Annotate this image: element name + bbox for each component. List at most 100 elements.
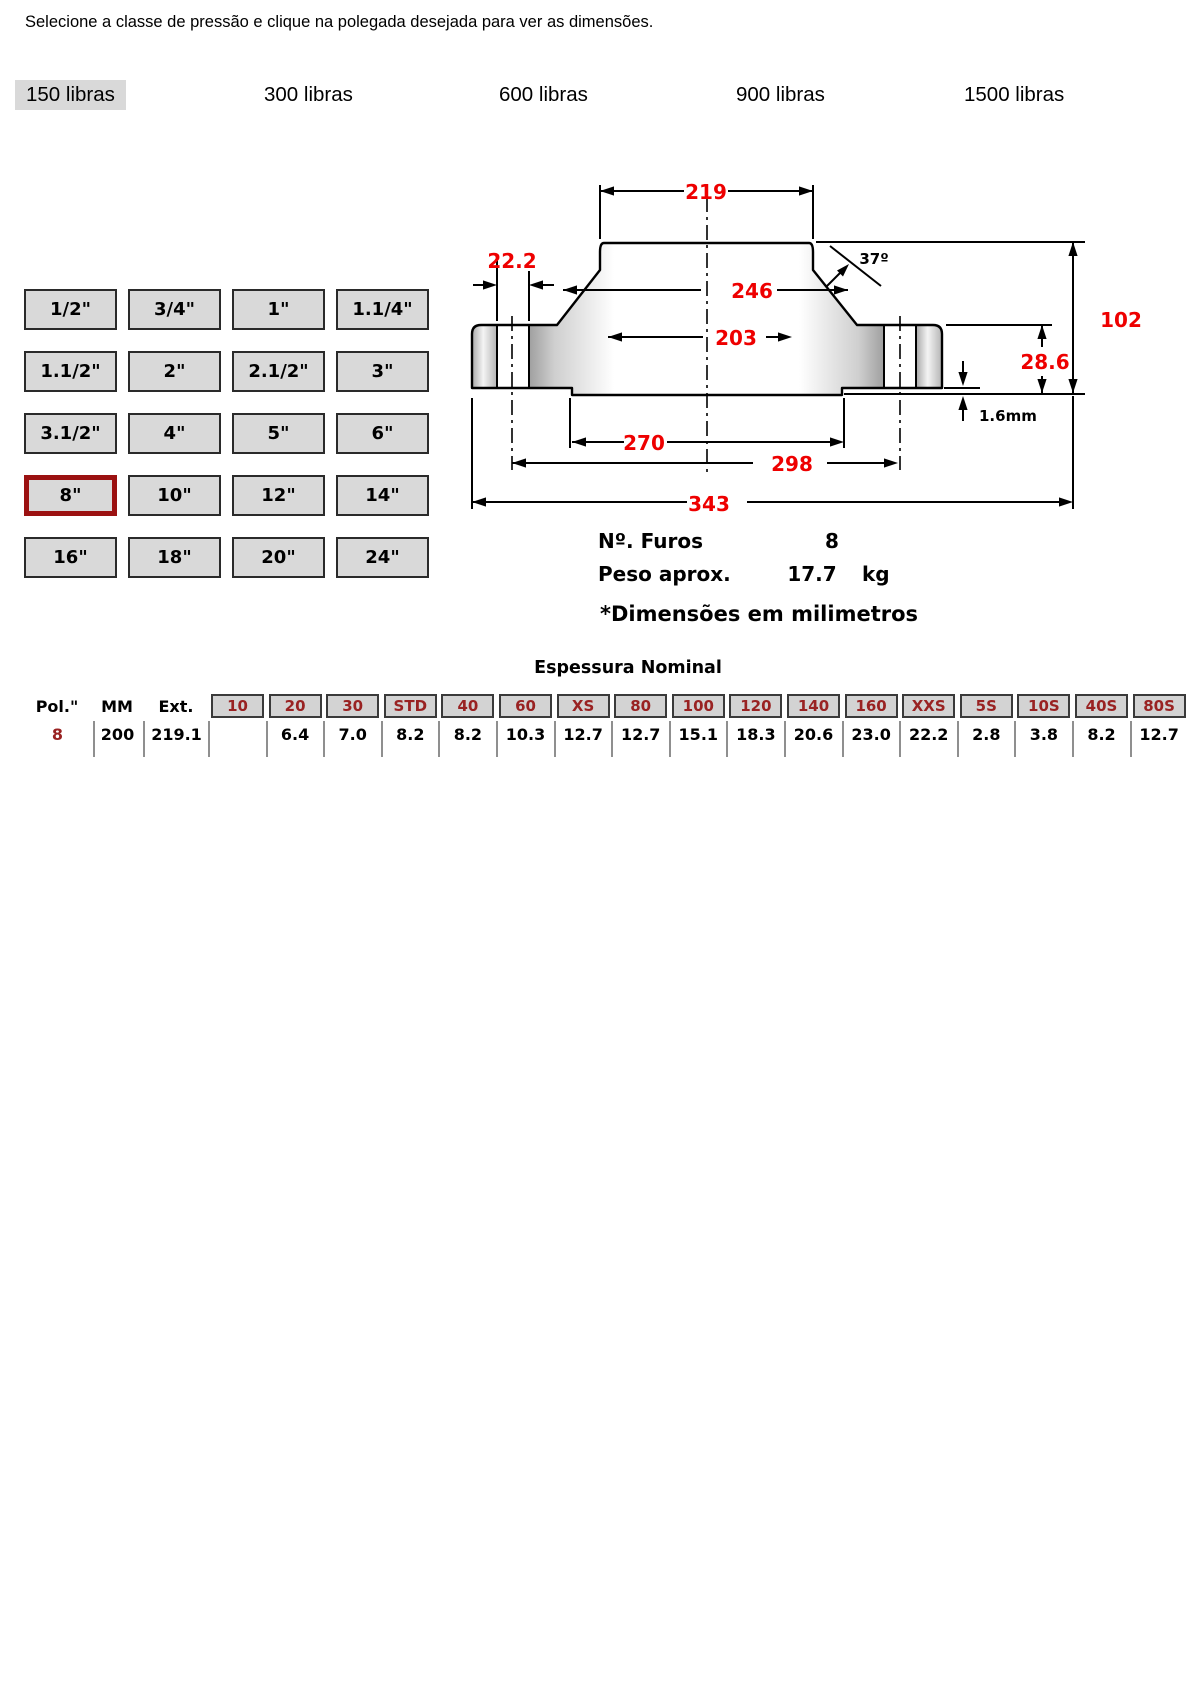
- schedule-value-XS: 12.7: [563, 725, 603, 744]
- schedule-value-60: 10.3: [505, 725, 546, 744]
- row-pol-value: 8: [51, 725, 64, 744]
- column-divider: [553, 721, 556, 757]
- dimension-arrowheads: [472, 186, 1078, 507]
- schedule-header-XXS[interactable]: XXS: [902, 694, 956, 718]
- schedule-header-10S[interactable]: 10S: [1017, 694, 1071, 718]
- schedule-header-140[interactable]: 140: [787, 694, 840, 718]
- schedule-value-40S: 8.2: [1087, 725, 1116, 744]
- holes-label: Nº. Furos: [598, 529, 703, 553]
- schedule-value-XXS: 22.2: [908, 725, 949, 744]
- dim-219: 219: [685, 180, 727, 204]
- dim-1-6mm: 1.6mm: [979, 407, 1037, 425]
- size-button-5in[interactable]: 5": [232, 413, 325, 454]
- schedule-value-160: 23.0: [851, 725, 891, 744]
- units-note: *Dimensões em milimetros: [600, 602, 919, 626]
- column-divider: [1129, 721, 1132, 757]
- pressure-tab-900-libras[interactable]: 900 libras: [736, 83, 825, 106]
- flange-outline: [470, 241, 944, 397]
- dim-270: 270: [623, 431, 665, 455]
- table-title: Espessura Nominal: [534, 658, 722, 678]
- column-divider: [143, 721, 145, 757]
- flange-drawing: 219 22.2 246 203 102 28.6 270 298 343 37…: [470, 180, 1142, 516]
- schedule-value-STD: 8.2: [396, 725, 425, 744]
- schedule-header-20[interactable]: 20: [268, 694, 322, 718]
- flange-hub-left: [529, 243, 614, 395]
- pressure-tab-1500-libras[interactable]: 1500 libras: [964, 83, 1065, 106]
- size-button-3-4in[interactable]: 3/4": [128, 289, 221, 330]
- col-header-mm: MM: [101, 697, 133, 716]
- schedule-header-120[interactable]: 120: [729, 694, 783, 718]
- flange-rim-left: [472, 325, 497, 388]
- schedule-value-5S: 2.8: [972, 725, 1001, 744]
- bolt-hole-lines: [496, 325, 917, 388]
- schedule-value-80: 12.7: [620, 725, 661, 744]
- schedule-value-40: 8.2: [453, 725, 483, 744]
- column-divider: [438, 721, 441, 757]
- size-button-3-1-2in[interactable]: 3.1/2": [24, 413, 117, 454]
- column-divider: [323, 721, 326, 757]
- size-button-8in[interactable]: 8": [24, 475, 117, 516]
- schedule-value-30: 7.0: [338, 725, 367, 744]
- schedule-header-40[interactable]: 40: [441, 694, 495, 718]
- dim-angle-37: 37º: [859, 250, 888, 268]
- dim-298: 298: [771, 452, 813, 476]
- size-button-18in[interactable]: 18": [128, 537, 221, 578]
- weight-unit: kg: [862, 562, 890, 586]
- schedule-header-30[interactable]: 30: [326, 694, 380, 718]
- column-divider: [841, 721, 844, 757]
- size-button-20in[interactable]: 20": [232, 537, 325, 578]
- size-button-1-1-4in[interactable]: 1.1/4": [336, 289, 429, 330]
- schedule-header-60[interactable]: 60: [499, 694, 552, 718]
- weight-label: Peso aprox.: [598, 562, 731, 586]
- size-button-4in[interactable]: 4": [128, 413, 221, 454]
- size-button-6in[interactable]: 6": [336, 413, 429, 454]
- schedule-header-100[interactable]: 100: [671, 694, 725, 718]
- column-divider: [496, 721, 498, 757]
- pressure-tab-150-libras[interactable]: 150 libras: [15, 80, 126, 110]
- schedule-header-40S[interactable]: 40S: [1075, 694, 1128, 718]
- dim-246: 246: [731, 279, 773, 303]
- schedule-header-XS[interactable]: XS: [556, 694, 610, 718]
- size-button-1-1-2in[interactable]: 1.1/2": [24, 351, 117, 392]
- pressure-tab-600-libras[interactable]: 600 libras: [499, 83, 588, 106]
- size-button-10in[interactable]: 10": [128, 475, 221, 516]
- dim-343: 343: [688, 492, 730, 516]
- size-button-24in[interactable]: 24": [336, 537, 429, 578]
- row-ext-value: 219.1: [151, 725, 202, 744]
- column-divider: [208, 721, 210, 757]
- dim-203: 203: [715, 326, 757, 350]
- size-button-2-1-2in[interactable]: 2.1/2": [232, 351, 325, 392]
- col-header-pol: Pol.": [35, 697, 79, 716]
- flange-rim-right: [916, 325, 942, 388]
- size-button-2in[interactable]: 2": [128, 351, 221, 392]
- schedule-header-5S[interactable]: 5S: [959, 694, 1013, 718]
- instruction-text: Selecione a classe de pressão e clique n…: [25, 13, 654, 31]
- flange-hub-right: [799, 243, 884, 395]
- schedule-header-80[interactable]: 80: [614, 694, 668, 718]
- schedule-value-100: 15.1: [678, 725, 719, 744]
- size-button-16in[interactable]: 16": [24, 537, 117, 578]
- column-divider: [1072, 721, 1074, 757]
- schedule-header-STD[interactable]: STD: [383, 694, 437, 718]
- size-button-3in[interactable]: 3": [336, 351, 429, 392]
- holes-value: 8: [825, 529, 839, 553]
- schedule-value-140: 20.6: [793, 725, 834, 744]
- size-button-1-2in[interactable]: 1/2": [24, 289, 117, 330]
- column-divider: [611, 721, 614, 757]
- pressure-tab-300-libras[interactable]: 300 libras: [264, 83, 353, 106]
- schedule-value-20: 6.4: [280, 725, 310, 744]
- column-divider: [784, 721, 786, 757]
- column-divider: [93, 721, 95, 757]
- schedule-header-80S[interactable]: 80S: [1132, 694, 1186, 718]
- size-button-1in[interactable]: 1": [232, 289, 325, 330]
- schedule-header-160[interactable]: 160: [844, 694, 898, 718]
- size-button-12in[interactable]: 12": [232, 475, 325, 516]
- schedule-header-10[interactable]: 10: [211, 694, 264, 718]
- dim-28-6: 28.6: [1020, 350, 1069, 374]
- column-divider: [726, 721, 729, 757]
- column-divider: [956, 721, 959, 757]
- size-button-14in[interactable]: 14": [336, 475, 429, 516]
- schedule-value-80S: 12.7: [1139, 725, 1179, 744]
- weight-value: 17.7: [787, 562, 837, 586]
- column-divider: [899, 721, 902, 757]
